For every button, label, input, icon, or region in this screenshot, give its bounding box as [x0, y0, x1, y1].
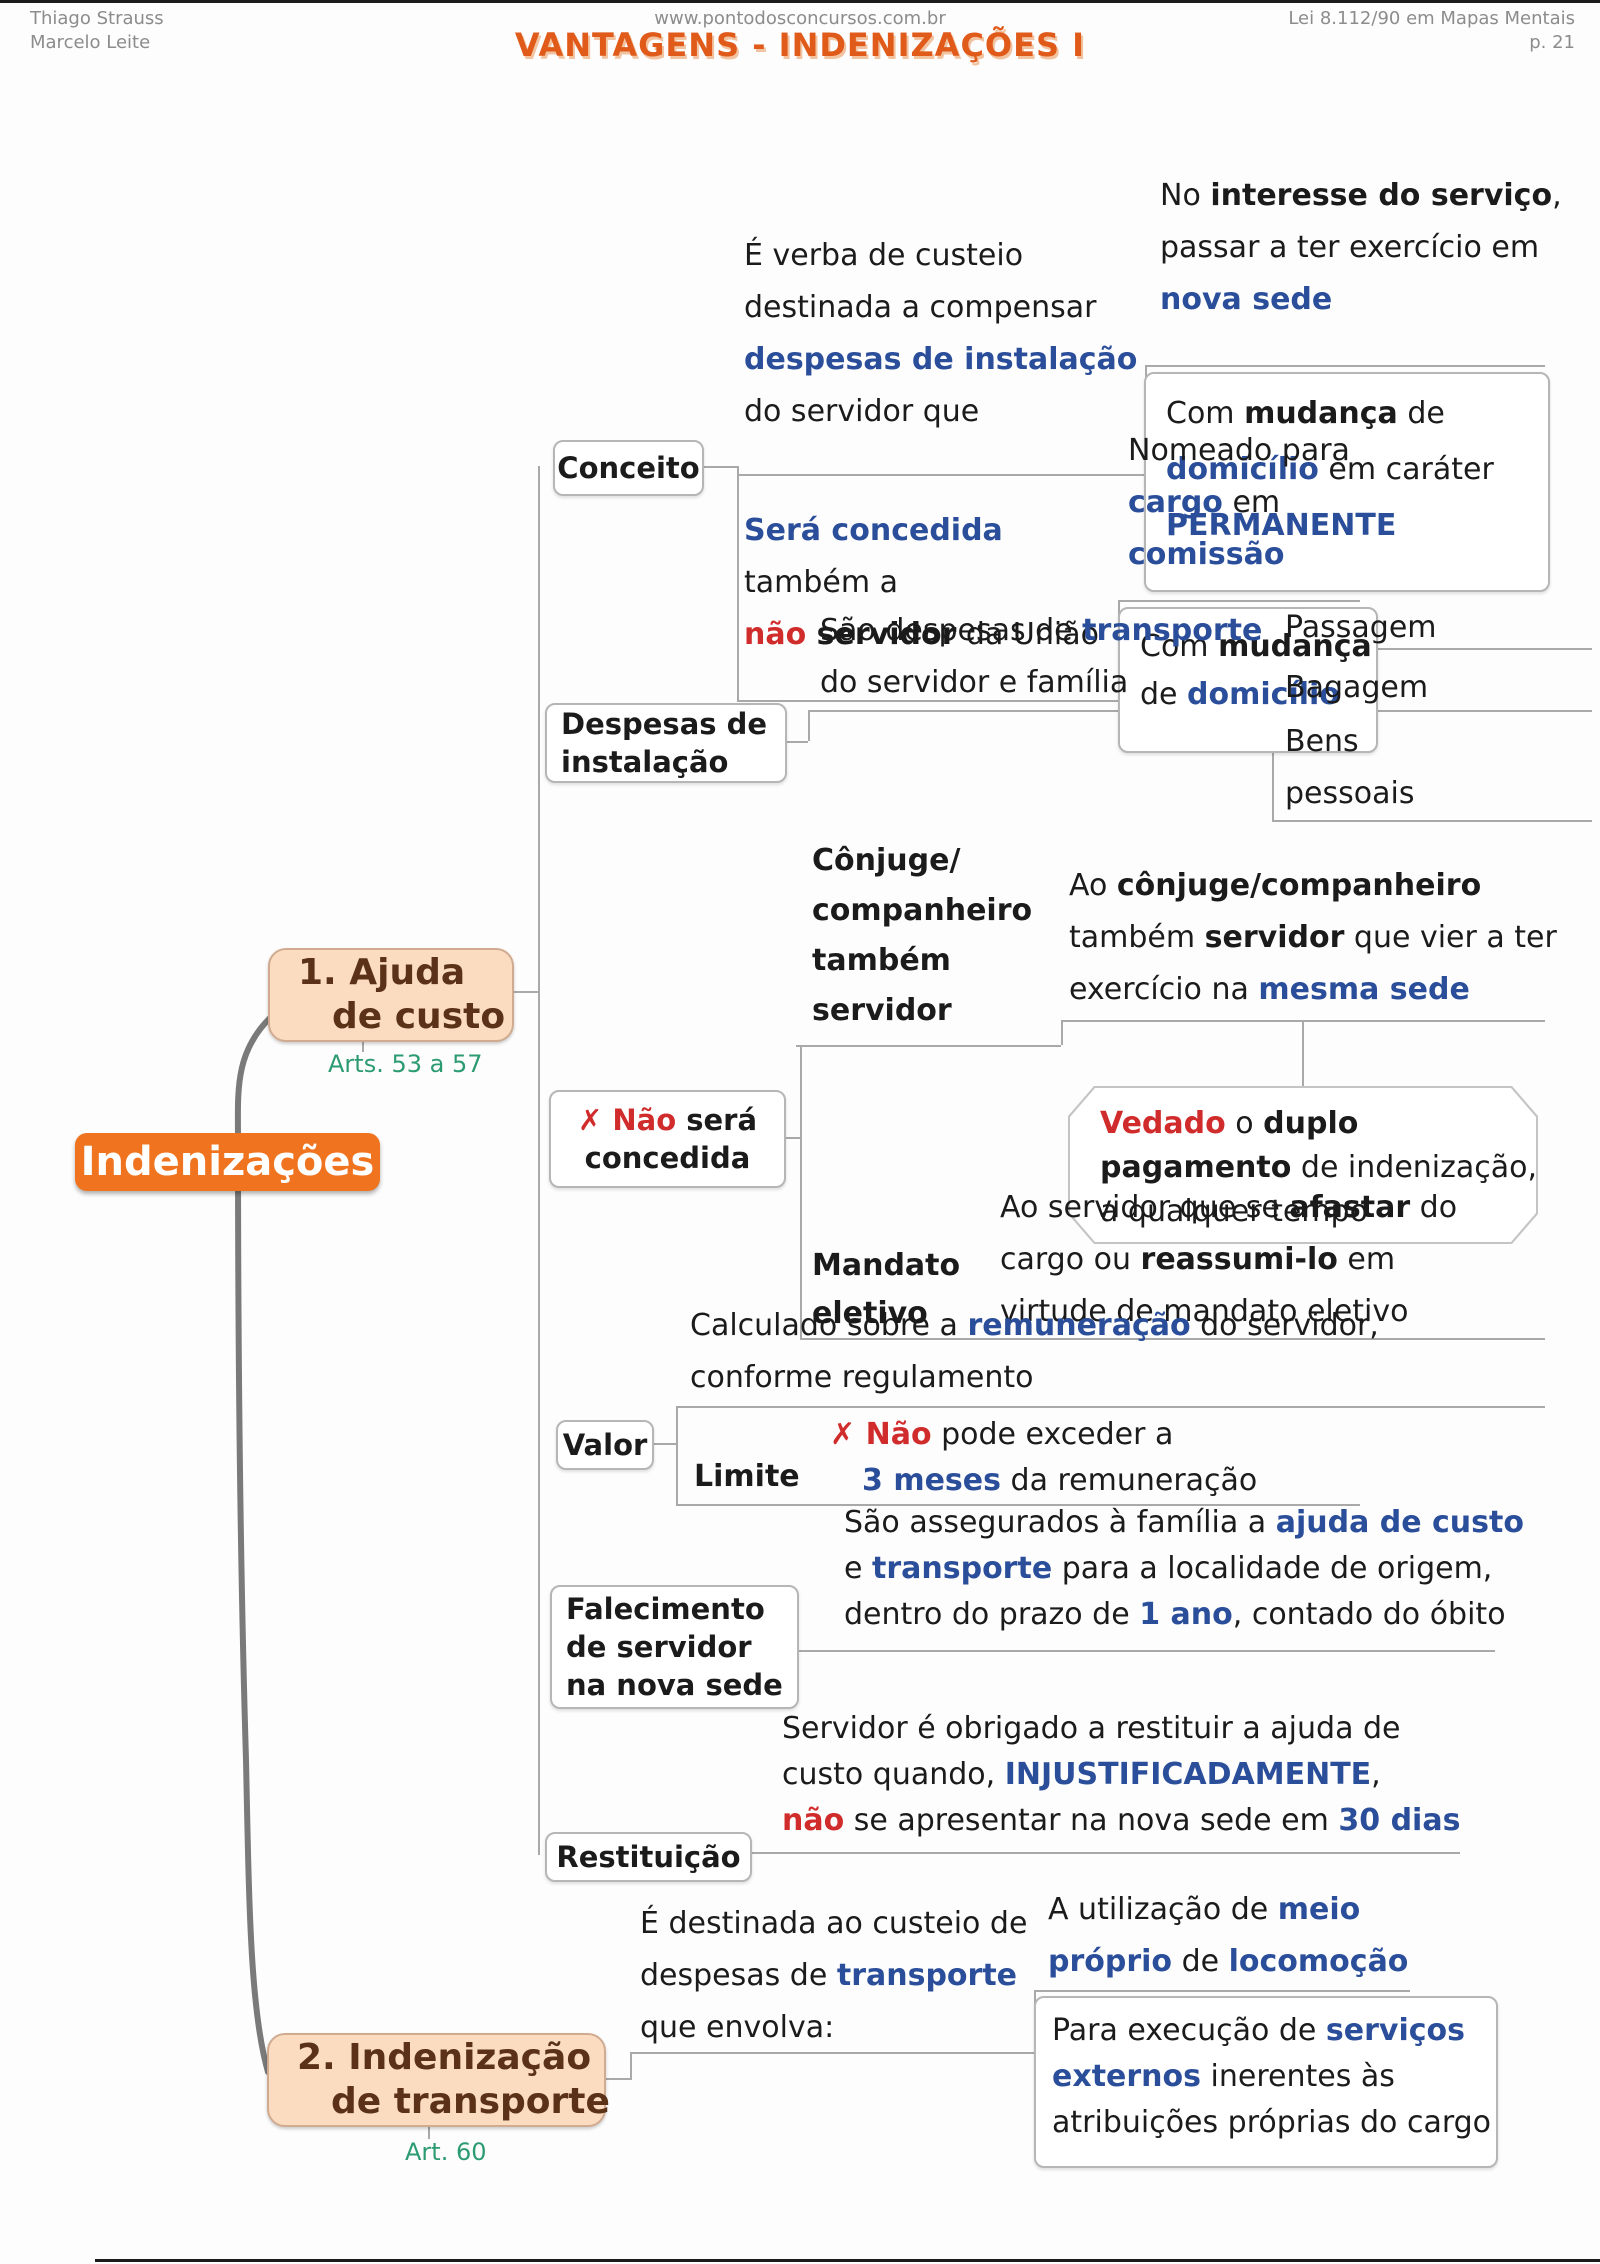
node-label: Despesas de: [561, 707, 768, 741]
topic-ajuda-de-custo: 1. Ajuda de custo: [268, 948, 514, 1042]
node-label: ✗ Não será: [577, 1103, 758, 1137]
x-mark-icon: ✗: [830, 1417, 866, 1452]
connector-spine: [538, 466, 540, 1855]
top-page-border: [0, 0, 1600, 3]
node-label: Conceito: [557, 451, 700, 485]
caption-art-60: Art. 60: [405, 2138, 487, 2166]
author-line-1: Thiago Strauss: [30, 8, 164, 29]
connector-valor-stub: [650, 1443, 676, 1445]
topic-indenizacao-transporte: 2. Indenização de transporte: [267, 2033, 610, 2127]
shelf-destinada: [630, 2052, 1034, 2054]
page-title: VANTAGENS - INDENIZAÇÕES I: [514, 26, 1086, 64]
connector-conceito-children: [737, 466, 739, 700]
tick-arts-53-57: [362, 1038, 364, 1052]
text-mandato-eletivo: Ao servidor que se afastar do cargo ou r…: [1000, 1190, 1458, 1329]
connector-naosera-children: [800, 1045, 802, 1338]
page-number: p. 21: [1529, 32, 1575, 53]
tick-art-60: [428, 2123, 430, 2139]
author-line-2: Marcelo Leite: [30, 32, 151, 53]
bottom-page-border: [95, 2259, 1600, 2262]
box-mudanca-permanente: Com mudança de domicílio em caráter PERM…: [1144, 372, 1550, 592]
connector-despesas-stub: [783, 741, 808, 743]
shelf-sera: [737, 700, 1118, 702]
connector-valor-children: [676, 1406, 678, 1504]
shelf-limite: [676, 1504, 1360, 1506]
text-bagagem: Bagagem: [1285, 670, 1429, 705]
node-label: Valor: [562, 1428, 648, 1462]
header-url: www.pontodosconcursos.com.br: [654, 8, 946, 29]
text-bens-pessoais: Bens pessoais: [1285, 724, 1415, 811]
text-sao-despesas: São despesas de transporte do servidor e…: [820, 613, 1263, 700]
shelf-bens: [1272, 820, 1592, 822]
connector-ajuda-stub: [510, 991, 538, 993]
root-node-indenizacoes: Indenizações: [75, 1133, 380, 1191]
node-label: Restituição: [556, 1840, 741, 1874]
text-nao-pode-exceder: ✗ Não pode exceder a 3 meses da remunera…: [830, 1417, 1258, 1498]
node-despesas-instalacao: Despesas de instalação: [545, 703, 787, 783]
node-label: na nova sede: [566, 1668, 783, 1702]
shelf-interesse: [1145, 365, 1545, 367]
node-nao-sera-concedida: ✗ Não será concedida: [549, 1090, 786, 1188]
connector-ao-conjuge: [1061, 1020, 1063, 1045]
node-restituicao: Restituição: [545, 1832, 752, 1882]
node-falecimento: Falecimento de servidor na nova sede: [550, 1585, 799, 1709]
connector-conceito-stub: [700, 466, 737, 468]
connector-naosera-stub: [782, 1137, 800, 1139]
text-sera-concedida: Será concedida também a não servidor da …: [744, 513, 1099, 652]
box-mudanca-domicilio: Com mudança de domicílio: [1118, 607, 1378, 753]
text-restituir: Servidor é obrigado a restituir a ajuda …: [782, 1711, 1461, 1838]
shelf-verba: [737, 474, 1145, 476]
shelf-passagem: [1272, 648, 1592, 650]
text-utilizacao-meio-proprio: A utilização de meio próprio de locomoçã…: [1048, 1892, 1409, 1979]
shelf-mandato: [800, 1338, 1545, 1340]
root-label: Indenizações: [80, 1139, 375, 1185]
text-passagem: Passagem: [1285, 610, 1437, 645]
shelf-assegurados: [795, 1650, 1495, 1652]
box-servicos-externos: Para execução de serviços externos inere…: [1034, 1996, 1498, 2168]
shelf-utilizacao: [1034, 1990, 1410, 1992]
shelf-conjuge: [796, 1045, 1061, 1047]
connector-transporte-elbow: [630, 2052, 632, 2078]
node-label: Falecimento: [566, 1592, 765, 1626]
node-conceito: Conceito: [553, 440, 704, 496]
node-label: concedida: [584, 1141, 751, 1175]
text-verba-custeio: É verba de custeio destinada a compensar…: [744, 238, 1138, 429]
shelf-restituir: [748, 1852, 1460, 1854]
connector-despesas-elbow: [808, 710, 810, 741]
text-nomeado-cargo: Nomeado para cargo em comissão: [1128, 433, 1350, 572]
topic-label: 2. Indenização: [297, 2037, 592, 2078]
connector-callout: [1302, 1020, 1304, 1086]
connector-transporte-stub: [602, 2078, 632, 2080]
text-interesse-servico: No interesse do serviço, passar a ter ex…: [1160, 178, 1562, 317]
node-label: de servidor: [566, 1630, 752, 1664]
label-mandato-eletivo: Mandato eletivo: [812, 1248, 961, 1331]
callout-vedado-duplo-pagamento: Vedado o duplo pagamento de indenização,…: [1068, 1086, 1538, 1244]
topic-label: de custo: [332, 996, 506, 1037]
node-valor: Valor: [556, 1420, 654, 1470]
topic-label: de transporte: [331, 2081, 610, 2122]
shelf-nomeado: [1118, 600, 1360, 602]
shelf-calculado: [676, 1406, 1545, 1408]
text-destinada: É destinada ao custeio de despesas de tr…: [640, 1906, 1028, 2045]
text-ao-conjuge: Ao cônjuge/companheiro também servidor q…: [1069, 868, 1557, 1007]
header-book-title: Lei 8.112/90 em Mapas Mentais: [1288, 8, 1575, 29]
text-calculado: Calculado sobre a remuneração do servido…: [690, 1308, 1379, 1395]
text-assegurados: São assegurados à família a ajuda de cus…: [844, 1505, 1524, 1632]
x-mark-icon: ✗: [577, 1103, 603, 1137]
label-limite: Limite: [694, 1459, 800, 1494]
topic-label: 1. Ajuda: [298, 952, 466, 993]
caption-arts-53-57: Arts. 53 a 57: [328, 1050, 483, 1078]
label-conjuge-tambem-servidor: Cônjuge/ companheiro também servidor: [812, 843, 1033, 1028]
node-label: instalação: [561, 745, 729, 779]
